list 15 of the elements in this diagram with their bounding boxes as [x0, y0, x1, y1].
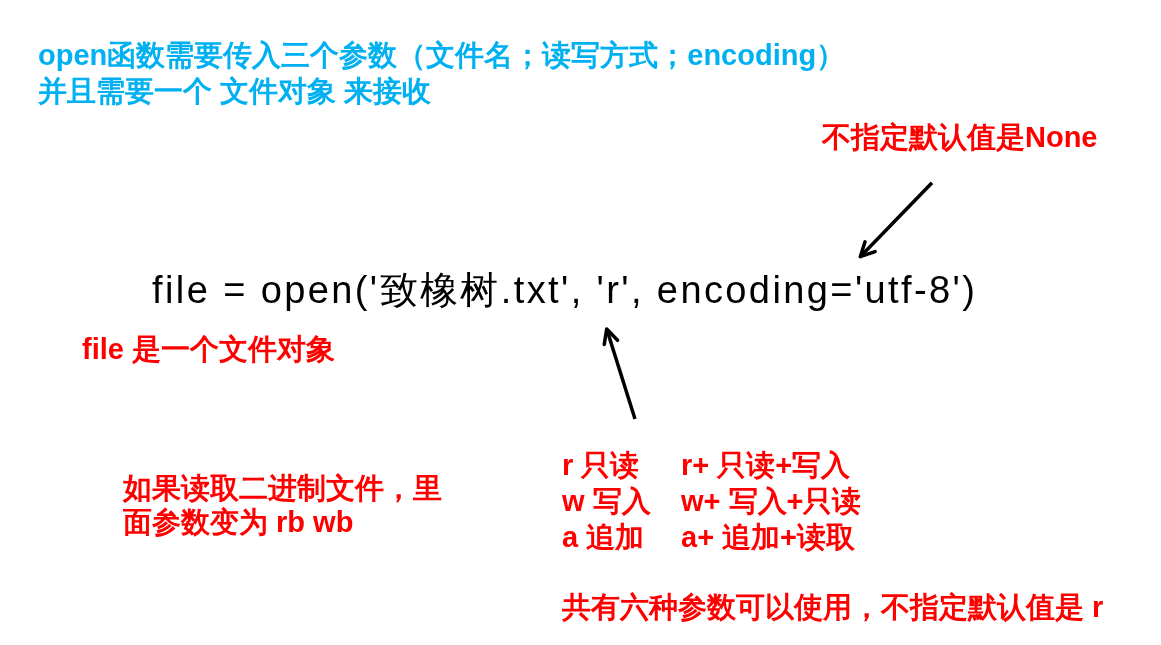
mode-text: r+ 只读+写入 — [681, 448, 851, 483]
note-text: 共有六种参数可以使用，不指定默认值是 r — [562, 590, 1104, 625]
arrow — [858, 181, 934, 259]
mode-text: a+ 追加+读取 — [681, 520, 856, 555]
note-text: 如果读取二进制文件，里面参数变为 rb wb — [123, 471, 443, 539]
note-text: 不指定默认值是None — [822, 120, 1098, 155]
mode-text: w 写入 — [562, 484, 651, 519]
heading-text: 并且需要一个 文件对象 来接收 — [38, 74, 432, 109]
code-line: file = open('致橡树.txt', 'r', encoding='utf-8') — [152, 268, 978, 313]
mode-text: r 只读 — [562, 448, 640, 483]
heading-text: open函数需要传入三个参数（文件名；读写方式；encoding） — [38, 38, 846, 73]
note-text: file 是一个文件对象 — [82, 332, 335, 367]
mode-text: w+ 写入+只读 — [681, 484, 862, 519]
mode-text: a 追加 — [562, 520, 645, 555]
arrow — [602, 327, 637, 420]
